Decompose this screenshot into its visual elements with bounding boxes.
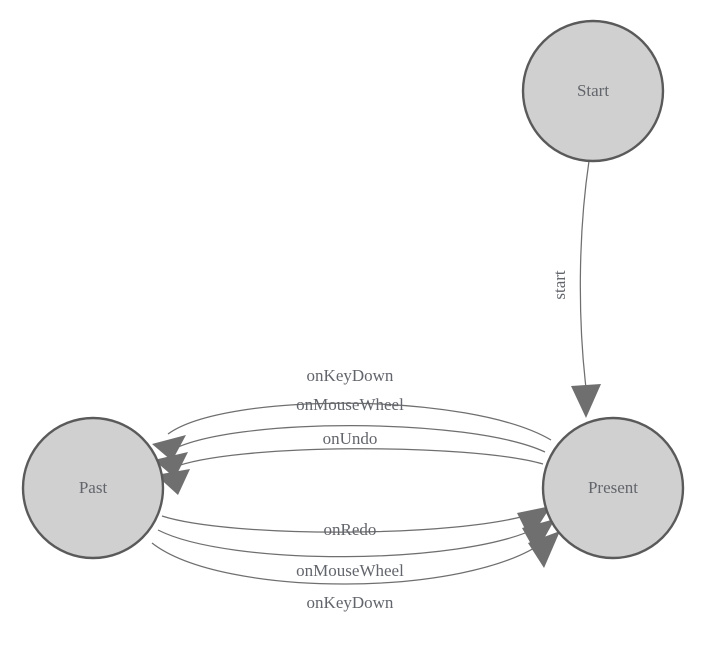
edge-mousewheel-to-past-arrowhead	[154, 452, 188, 478]
node-past-circle	[21, 416, 165, 560]
node-start[interactable]: Start	[521, 19, 665, 163]
edge-mousewheel-to-present-label: onMouseWheel	[296, 561, 404, 580]
edge-mousewheel-to-past-path	[169, 425, 546, 453]
edge-undo-to-past[interactable]: onUndo	[156, 429, 544, 495]
edge-mousewheel-to-present[interactable]: onMouseWheel	[157, 519, 555, 580]
edge-keydown-to-past[interactable]: onKeyDown	[152, 366, 552, 461]
edge-keydown-to-present-arrowhead	[528, 531, 560, 568]
node-present[interactable]: Present	[541, 416, 685, 560]
edge-redo-to-present-arrowhead	[517, 506, 551, 539]
edge-mousewheel-to-present-arrowhead	[522, 519, 555, 553]
edge-undo-to-past-path	[171, 448, 544, 469]
edge-undo-to-past-label: onUndo	[323, 429, 378, 448]
node-start-circle	[521, 19, 665, 163]
edge-keydown-to-past-label: onKeyDown	[307, 366, 394, 385]
edge-keydown-to-past-arrowhead	[152, 435, 186, 461]
node-past-label: Past	[79, 478, 108, 497]
node-past[interactable]: Past	[21, 416, 165, 560]
edge-start-path	[579, 160, 590, 389]
edge-mousewheel-to-present-path	[157, 526, 540, 558]
edge-redo-to-present-label: onRedo	[324, 520, 377, 539]
edge-start-arrowhead	[571, 384, 601, 418]
edge-keydown-to-past-path	[167, 402, 552, 441]
edge-redo-to-present[interactable]: onRedo	[161, 506, 551, 539]
node-present-label: Present	[588, 478, 638, 497]
edge-mousewheel-to-past-label: onMouseWheel	[296, 395, 404, 414]
node-present-circle	[541, 416, 685, 560]
edge-start[interactable]: start	[550, 160, 601, 418]
edge-start-label: start	[550, 270, 569, 300]
node-start-label: Start	[577, 81, 609, 100]
edge-keydown-to-present-label: onKeyDown	[307, 593, 394, 612]
edge-mousewheel-to-past[interactable]: onMouseWheel	[154, 395, 546, 478]
edge-keydown-to-present[interactable]: onKeyDown	[151, 531, 560, 612]
edge-keydown-to-present-path	[151, 540, 546, 585]
edge-redo-to-present-path	[161, 512, 536, 533]
edge-undo-to-past-arrowhead	[156, 469, 190, 495]
